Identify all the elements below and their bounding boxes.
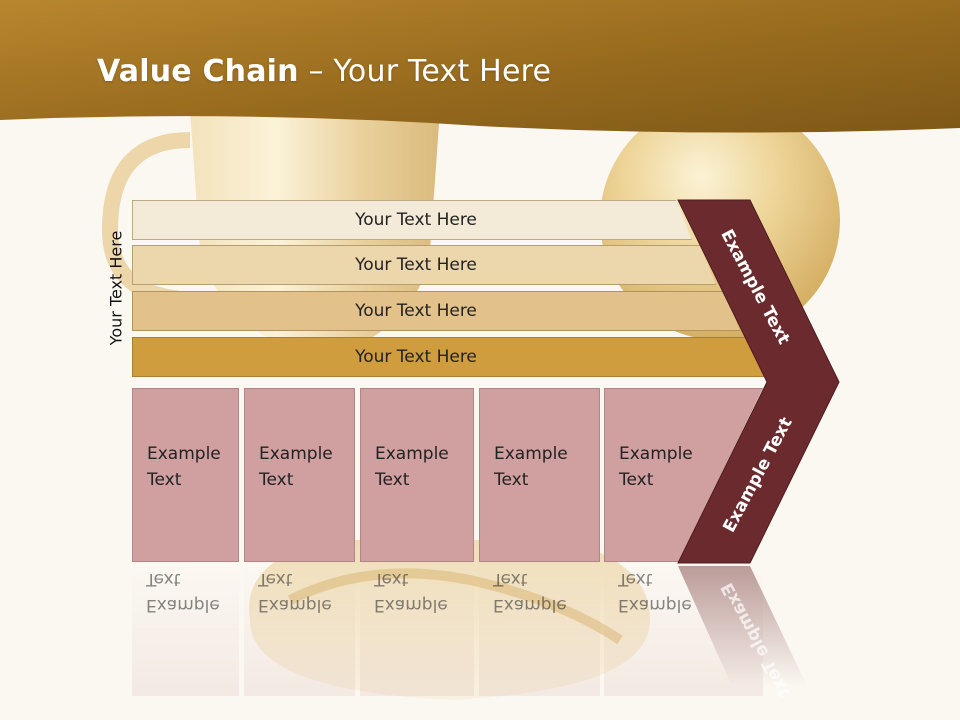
primary-box-1-label: Example Text <box>147 444 221 490</box>
primary-box-1: Example Text <box>132 388 239 562</box>
support-bar-3: Your Text Here <box>132 291 740 331</box>
support-bar-4: Your Text Here <box>132 337 764 377</box>
support-bar-2: Your Text Here <box>132 245 716 285</box>
primary-box-2-label: Example Text <box>259 444 333 490</box>
primary-box-4: Example Text <box>479 388 600 562</box>
primary-box-3-label: Example Text <box>375 444 449 490</box>
support-bar-1-label: Your Text Here <box>355 210 477 230</box>
box-reflection-3: Example Text <box>360 566 474 696</box>
chevron-reflection <box>678 566 807 686</box>
primary-box-3: Example Text <box>360 388 474 562</box>
box-reflection-2-label: Example Text <box>258 569 332 615</box>
support-bar-1: Your Text Here <box>132 200 692 240</box>
title-bold-part: Value Chain <box>97 54 299 89</box>
support-bar-2-label: Your Text Here <box>355 255 477 275</box>
support-bar-3-label: Your Text Here <box>355 301 477 321</box>
box-reflection-4-label: Example Text <box>493 569 567 615</box>
box-reflection-3-label: Example Text <box>374 569 448 615</box>
page-title: Value Chain – Your Text Here <box>97 54 551 89</box>
margin-chevron <box>677 199 840 564</box>
side-vertical-label: Your Text Here <box>106 230 126 346</box>
header-band <box>0 0 960 133</box>
primary-box-4-label: Example Text <box>494 444 568 490</box>
box-reflection-2: Example Text <box>244 566 355 696</box>
support-bar-4-label: Your Text Here <box>355 347 477 367</box>
primary-box-5-label: Example Text <box>619 444 693 490</box>
box-reflection-4: Example Text <box>479 566 600 696</box>
box-reflection-1: Example Text <box>132 566 239 696</box>
title-rest-part: – Your Text Here <box>298 54 552 89</box>
primary-box-2: Example Text <box>244 388 355 562</box>
box-reflection-1-label: Example Text <box>146 569 220 615</box>
